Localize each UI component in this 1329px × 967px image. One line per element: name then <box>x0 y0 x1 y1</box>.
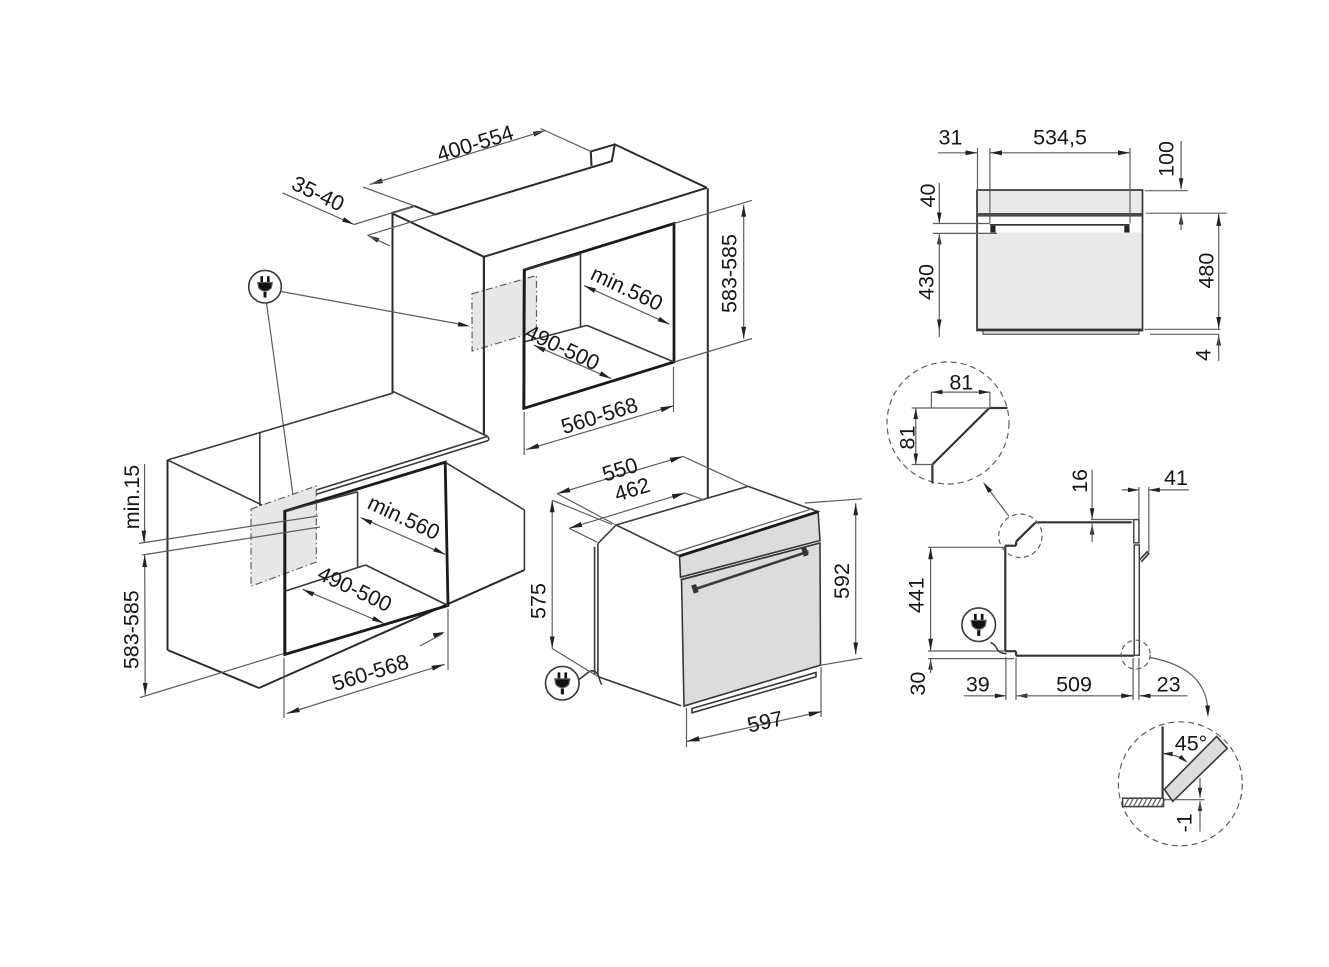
svg-text:480: 480 <box>1195 253 1219 289</box>
svg-text:30: 30 <box>906 672 930 696</box>
svg-text:509: 509 <box>1056 672 1092 696</box>
svg-text:583-585: 583-585 <box>119 590 143 669</box>
svg-text:45°: 45° <box>1175 732 1208 756</box>
svg-text:-1: -1 <box>1172 813 1196 832</box>
svg-text:441: 441 <box>904 577 928 613</box>
svg-text:31: 31 <box>939 126 963 150</box>
svg-text:575: 575 <box>527 583 551 619</box>
svg-text:23: 23 <box>1157 672 1181 696</box>
svg-text:16: 16 <box>1068 469 1092 493</box>
svg-text:100: 100 <box>1155 141 1179 177</box>
svg-text:4: 4 <box>1192 349 1216 361</box>
svg-text:81: 81 <box>896 426 920 450</box>
svg-text:430: 430 <box>915 264 939 300</box>
svg-text:583-585: 583-585 <box>718 234 742 313</box>
svg-text:592: 592 <box>830 563 854 599</box>
svg-text:81: 81 <box>949 370 973 394</box>
svg-text:min.15: min.15 <box>120 465 144 530</box>
svg-text:40: 40 <box>916 184 940 208</box>
svg-text:41: 41 <box>1164 466 1188 490</box>
svg-text:39: 39 <box>966 672 990 696</box>
svg-text:534,5: 534,5 <box>1033 126 1087 150</box>
